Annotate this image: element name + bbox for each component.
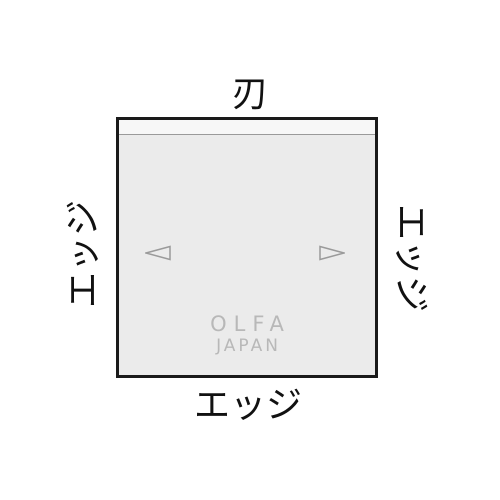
label-edge-right: エッジ (390, 203, 431, 313)
left-triangle-icon (145, 245, 171, 261)
right-triangle-icon (319, 245, 345, 261)
brand-name: OLFA (210, 312, 291, 336)
blade-square: OLFA JAPAN (116, 117, 378, 378)
brand-country: JAPAN (216, 336, 281, 356)
label-edge-left: エッジ (63, 199, 104, 309)
label-blade: 刃 (231, 74, 269, 115)
blade-sharp-band (119, 120, 375, 135)
label-edge-bottom: エッジ (193, 385, 303, 426)
